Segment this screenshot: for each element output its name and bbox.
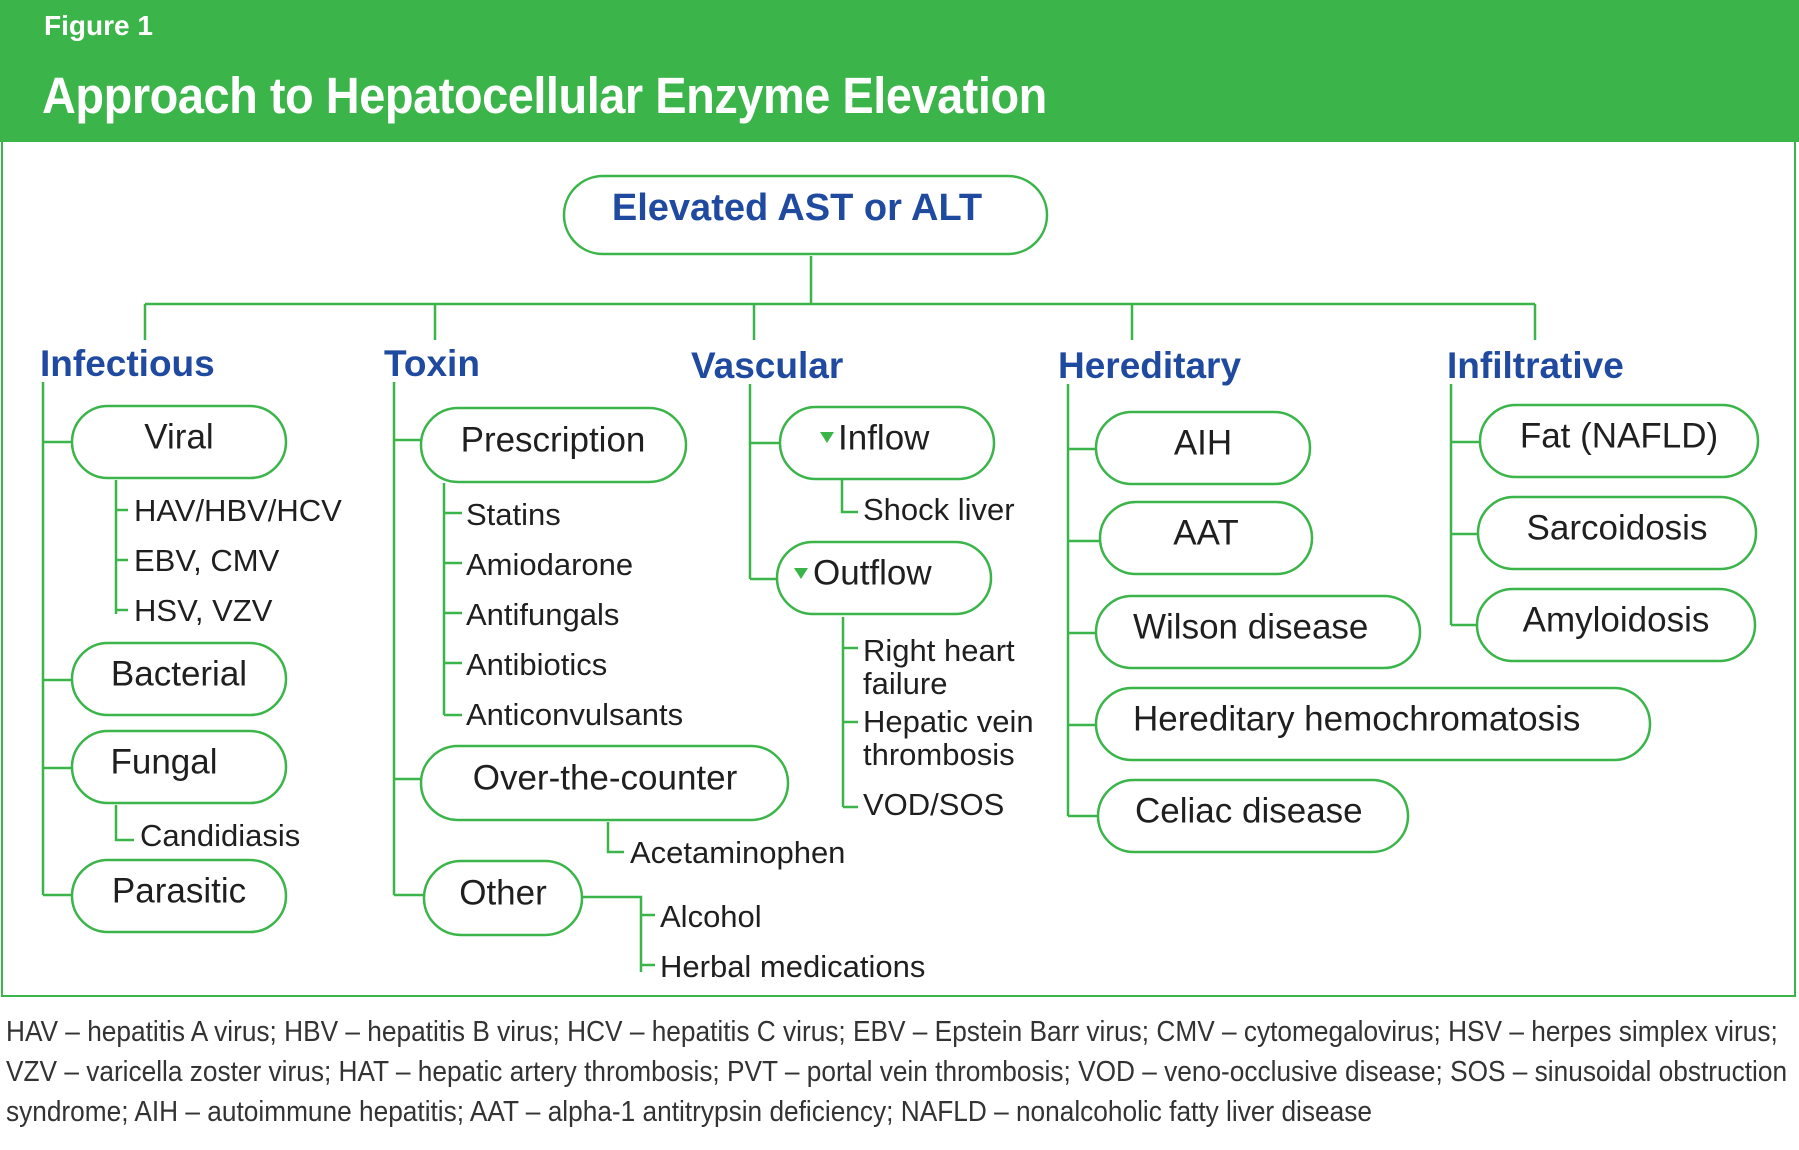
vascular-branches	[750, 441, 780, 581]
outflow-subtree	[841, 617, 858, 809]
node-celiac-label: Celiac disease	[1135, 791, 1363, 830]
node-inflow-label: Inflow	[838, 418, 930, 457]
node-bacterial: Bacterial	[70, 641, 288, 717]
node-otc-label: Over-the-counter	[473, 758, 738, 797]
node-aih: AIH	[1094, 410, 1312, 486]
otc-subtree	[606, 822, 624, 854]
infectious-branches	[43, 440, 72, 897]
leaf-thrombosis: thrombosis	[863, 737, 1015, 772]
leaf-statins: Statins	[466, 497, 561, 532]
node-aat-label: AAT	[1173, 513, 1238, 552]
node-amyloidosis: Amyloidosis	[1475, 587, 1757, 663]
node-fungal: Fungal	[70, 729, 288, 805]
node-wilson-disease: Wilson disease	[1094, 594, 1422, 670]
root-label: Elevated AST or ALT	[612, 187, 982, 229]
leaf-antifungals: Antifungals	[466, 597, 619, 632]
leaf-anticonvulsants: Anticonvulsants	[466, 697, 683, 732]
prescription-subtree	[442, 483, 462, 717]
node-fungal-label: Fungal	[110, 742, 217, 781]
inflow-subtree	[840, 480, 858, 514]
leaf-shock-liver: Shock liver	[863, 492, 1015, 527]
abbreviations-footnote: HAV – hepatitis A virus; HBV – hepatitis…	[6, 1016, 1788, 1128]
node-amyloidosis-label: Amyloidosis	[1523, 600, 1710, 639]
connectors	[41, 256, 1537, 972]
fungal-subtree	[114, 805, 134, 842]
category-infiltrative: Infiltrative	[1447, 345, 1624, 386]
leaf-amiodarone: Amiodarone	[466, 547, 633, 582]
node-inflow: Inflow	[778, 405, 996, 481]
leaf-right-heart: Right heart	[863, 633, 1015, 668]
node-outflow-label: Outflow	[813, 553, 932, 592]
node-aih-label: AIH	[1174, 423, 1232, 462]
node-parasitic: Parasitic	[70, 858, 288, 934]
node-prescription-label: Prescription	[461, 420, 646, 459]
leaf-hepatic-vein: Hepatic vein	[863, 704, 1034, 739]
leaf-vod-sos: VOD/SOS	[863, 787, 1004, 822]
diagram-panel	[1, 142, 1796, 997]
figure-label: Figure 1	[44, 10, 153, 41]
leaf-hav-hbv-hcv: HAV/HBV/HCV	[134, 493, 342, 528]
category-toxin: Toxin	[384, 343, 480, 384]
node-sarcoidosis-label: Sarcoidosis	[1527, 508, 1708, 547]
category-hereditary: Hereditary	[1058, 345, 1241, 386]
node-over-the-counter: Over-the-counter	[419, 744, 790, 822]
toxin-branches	[394, 438, 424, 897]
hereditary-branches	[1068, 447, 1100, 818]
node-other: Other	[422, 859, 584, 937]
infiltrative-branches	[1451, 440, 1480, 627]
root-node: Elevated AST or ALT	[562, 174, 1049, 256]
node-viral-label: Viral	[144, 417, 213, 456]
flowchart: Elevated AST or ALT Infectious Toxin Vas…	[40, 174, 1760, 984]
leaf-antibiotics: Antibiotics	[466, 647, 607, 682]
leaf-failure: failure	[863, 666, 947, 701]
node-hereditary-hemochromatosis: Hereditary hemochromatosis	[1094, 686, 1652, 762]
node-fat-label: Fat (NAFLD)	[1520, 416, 1718, 455]
node-parasitic-label: Parasitic	[112, 871, 246, 910]
node-sarcoidosis: Sarcoidosis	[1476, 495, 1758, 571]
leaf-herbal-medications: Herbal medications	[660, 949, 925, 984]
node-celiac-disease: Celiac disease	[1096, 778, 1410, 854]
inflow-triangle-icon	[820, 432, 834, 443]
category-infectious: Infectious	[40, 343, 215, 384]
other-subtree	[582, 895, 655, 972]
leaf-ebv-cmv: EBV, CMV	[134, 543, 280, 578]
node-viral: Viral	[70, 404, 288, 480]
leaf-acetaminophen: Acetaminophen	[630, 835, 845, 870]
leaf-hsv-vzv: HSV, VZV	[134, 593, 273, 628]
node-aat: AAT	[1098, 500, 1314, 576]
node-wilson-label: Wilson disease	[1133, 607, 1368, 646]
category-drops	[143, 304, 1537, 340]
node-bacterial-label: Bacterial	[111, 654, 247, 693]
figure-header: Figure 1 Approach to Hepatocellular Enzy…	[0, 0, 1799, 142]
leaf-candidiasis: Candidiasis	[140, 818, 300, 853]
viral-subtree	[114, 480, 128, 614]
leaf-alcohol: Alcohol	[660, 899, 762, 934]
node-outflow: Outflow	[775, 540, 993, 616]
figure-title: Approach to Hepatocellular Enzyme Elevat…	[42, 67, 1047, 124]
outflow-triangle-icon	[794, 568, 808, 579]
category-vascular: Vascular	[691, 345, 843, 386]
node-fat-nafld: Fat (NAFLD)	[1478, 403, 1760, 479]
node-prescription: Prescription	[419, 406, 688, 484]
node-hemochromatosis-label: Hereditary hemochromatosis	[1133, 699, 1580, 738]
node-other-label: Other	[459, 873, 547, 912]
